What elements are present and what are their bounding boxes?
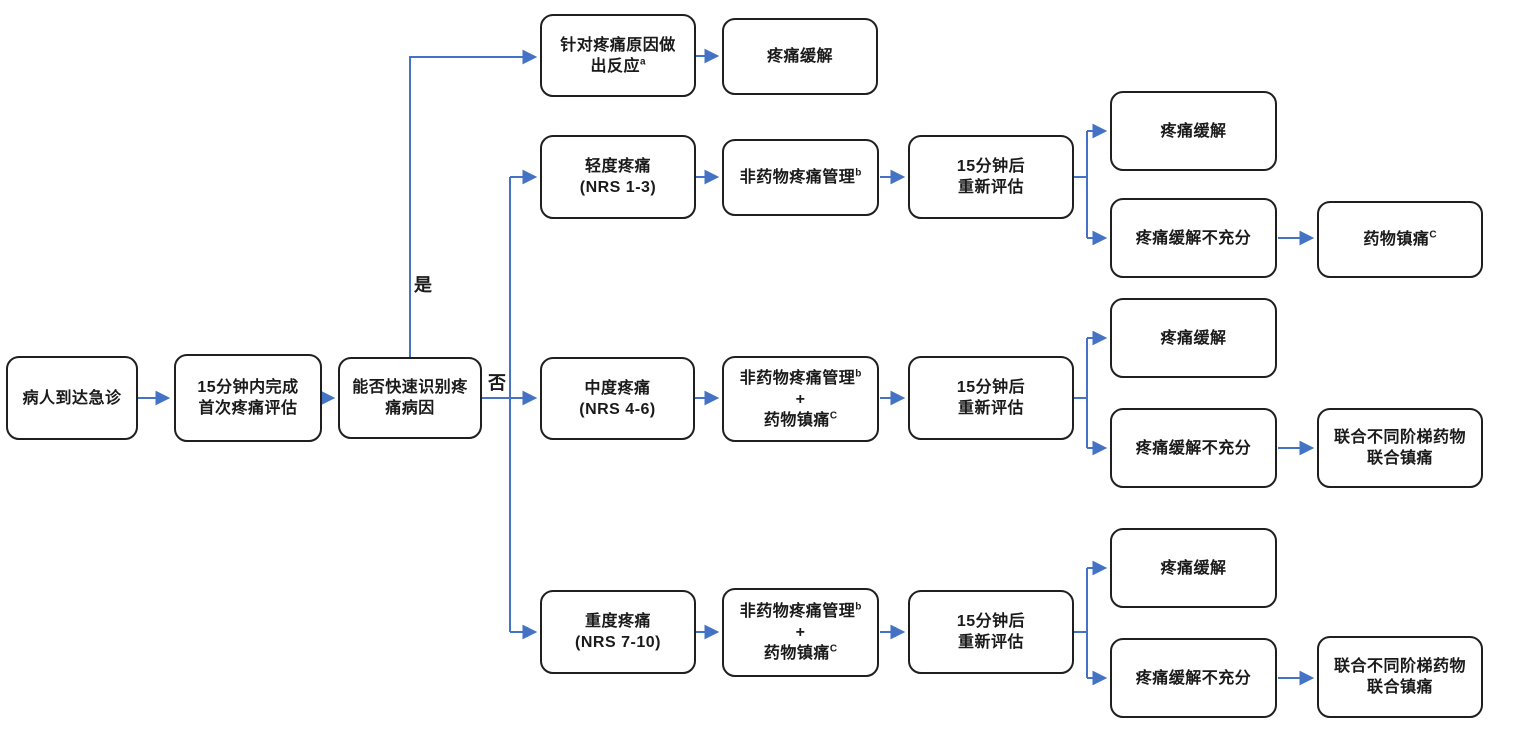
node-pharm-analgesia-label: 药物镇痛C — [1363, 229, 1437, 248]
node-relief-moderate: 疼痛缓解 — [1110, 298, 1277, 378]
node-insufficient-severe-label: 疼痛缓解不充分 — [1135, 669, 1252, 687]
node-nonpharm-mild-label: 非药物疼痛管理b — [739, 167, 862, 186]
node-mild-pain: 轻度疼痛 (NRS 1-3) — [540, 135, 696, 219]
edge-fork-severe — [1074, 568, 1088, 678]
node-nonpharm-mild: 非药物疼痛管理b — [722, 139, 879, 216]
node-combo-severe: 非药物疼痛管理b + 药物镇痛C — [722, 588, 879, 677]
node-relief-moderate-label: 疼痛缓解 — [1160, 329, 1227, 347]
node-identify-cause: 能否快速识别疼 痛病因 — [338, 357, 482, 439]
node-insufficient-mild-label: 疼痛缓解不充分 — [1135, 229, 1252, 247]
node-combo-moderate: 非药物疼痛管理b + 药物镇痛C — [722, 356, 879, 442]
node-reassess-mild-label: 15分钟后 重新评估 — [956, 158, 1026, 196]
node-patient-arrives: 病人到达急诊 — [6, 356, 138, 440]
node-pharm-analgesia: 药物镇痛C — [1317, 201, 1483, 278]
node-reassess-moderate: 15分钟后 重新评估 — [908, 356, 1074, 440]
node-mild-pain-label: 轻度疼痛 (NRS 1-3) — [579, 158, 657, 196]
node-reassess-moderate-label: 15分钟后 重新评估 — [956, 379, 1026, 417]
node-respond-to-cause: 针对疼痛原因做 出反应a — [540, 14, 696, 97]
node-respond-to-cause-label: 针对疼痛原因做 出反应a — [560, 36, 676, 75]
node-severe-pain-label: 重度疼痛 (NRS 7-10) — [575, 613, 661, 651]
edge-label-yes: 是 — [414, 275, 432, 295]
node-ladder-severe: 联合不同阶梯药物 联合镇痛 — [1317, 636, 1483, 718]
node-first-assessment-label: 15分钟内完成 首次疼痛评估 — [197, 379, 299, 417]
node-combo-severe-label: 非药物疼痛管理b + 药物镇痛C — [739, 601, 862, 662]
node-first-assessment: 15分钟内完成 首次疼痛评估 — [174, 354, 322, 442]
edge-label-no: 否 — [488, 373, 506, 393]
node-identify-cause-label: 能否快速识别疼 痛病因 — [352, 379, 468, 417]
node-patient-arrives-label: 病人到达急诊 — [22, 389, 122, 407]
node-pain-relief-top-label: 疼痛缓解 — [766, 48, 833, 65]
node-relief-mild-label: 疼痛缓解 — [1160, 122, 1227, 140]
node-severe-pain: 重度疼痛 (NRS 7-10) — [540, 590, 696, 674]
node-reassess-severe: 15分钟后 重新评估 — [908, 590, 1074, 674]
node-ladder-moderate-label: 联合不同阶梯药物 联合镇痛 — [1333, 429, 1466, 467]
edge-yes-branch — [409, 49, 538, 357]
node-ladder-moderate: 联合不同阶梯药物 联合镇痛 — [1317, 408, 1483, 488]
node-relief-severe: 疼痛缓解 — [1110, 528, 1277, 608]
edge-fork-mild — [1074, 131, 1088, 238]
node-insufficient-mild: 疼痛缓解不充分 — [1110, 198, 1277, 278]
node-insufficient-moderate-label: 疼痛缓解不充分 — [1135, 439, 1252, 457]
node-reassess-severe-label: 15分钟后 重新评估 — [956, 613, 1026, 651]
node-combo-moderate-label: 非药物疼痛管理b + 药物镇痛C — [739, 368, 862, 429]
node-ladder-severe-label: 联合不同阶梯药物 联合镇痛 — [1333, 658, 1466, 696]
node-insufficient-moderate: 疼痛缓解不充分 — [1110, 408, 1277, 488]
node-reassess-mild: 15分钟后 重新评估 — [908, 135, 1074, 219]
node-moderate-pain: 中度疼痛 (NRS 4-6) — [540, 357, 695, 440]
node-relief-severe-label: 疼痛缓解 — [1160, 559, 1227, 577]
node-insufficient-severe: 疼痛缓解不充分 — [1110, 638, 1277, 718]
node-relief-mild: 疼痛缓解 — [1110, 91, 1277, 171]
node-moderate-pain-label: 中度疼痛 (NRS 4-6) — [579, 379, 656, 418]
edge-fork-moderate — [1074, 338, 1088, 448]
node-pain-relief-top: 疼痛缓解 — [722, 18, 878, 95]
